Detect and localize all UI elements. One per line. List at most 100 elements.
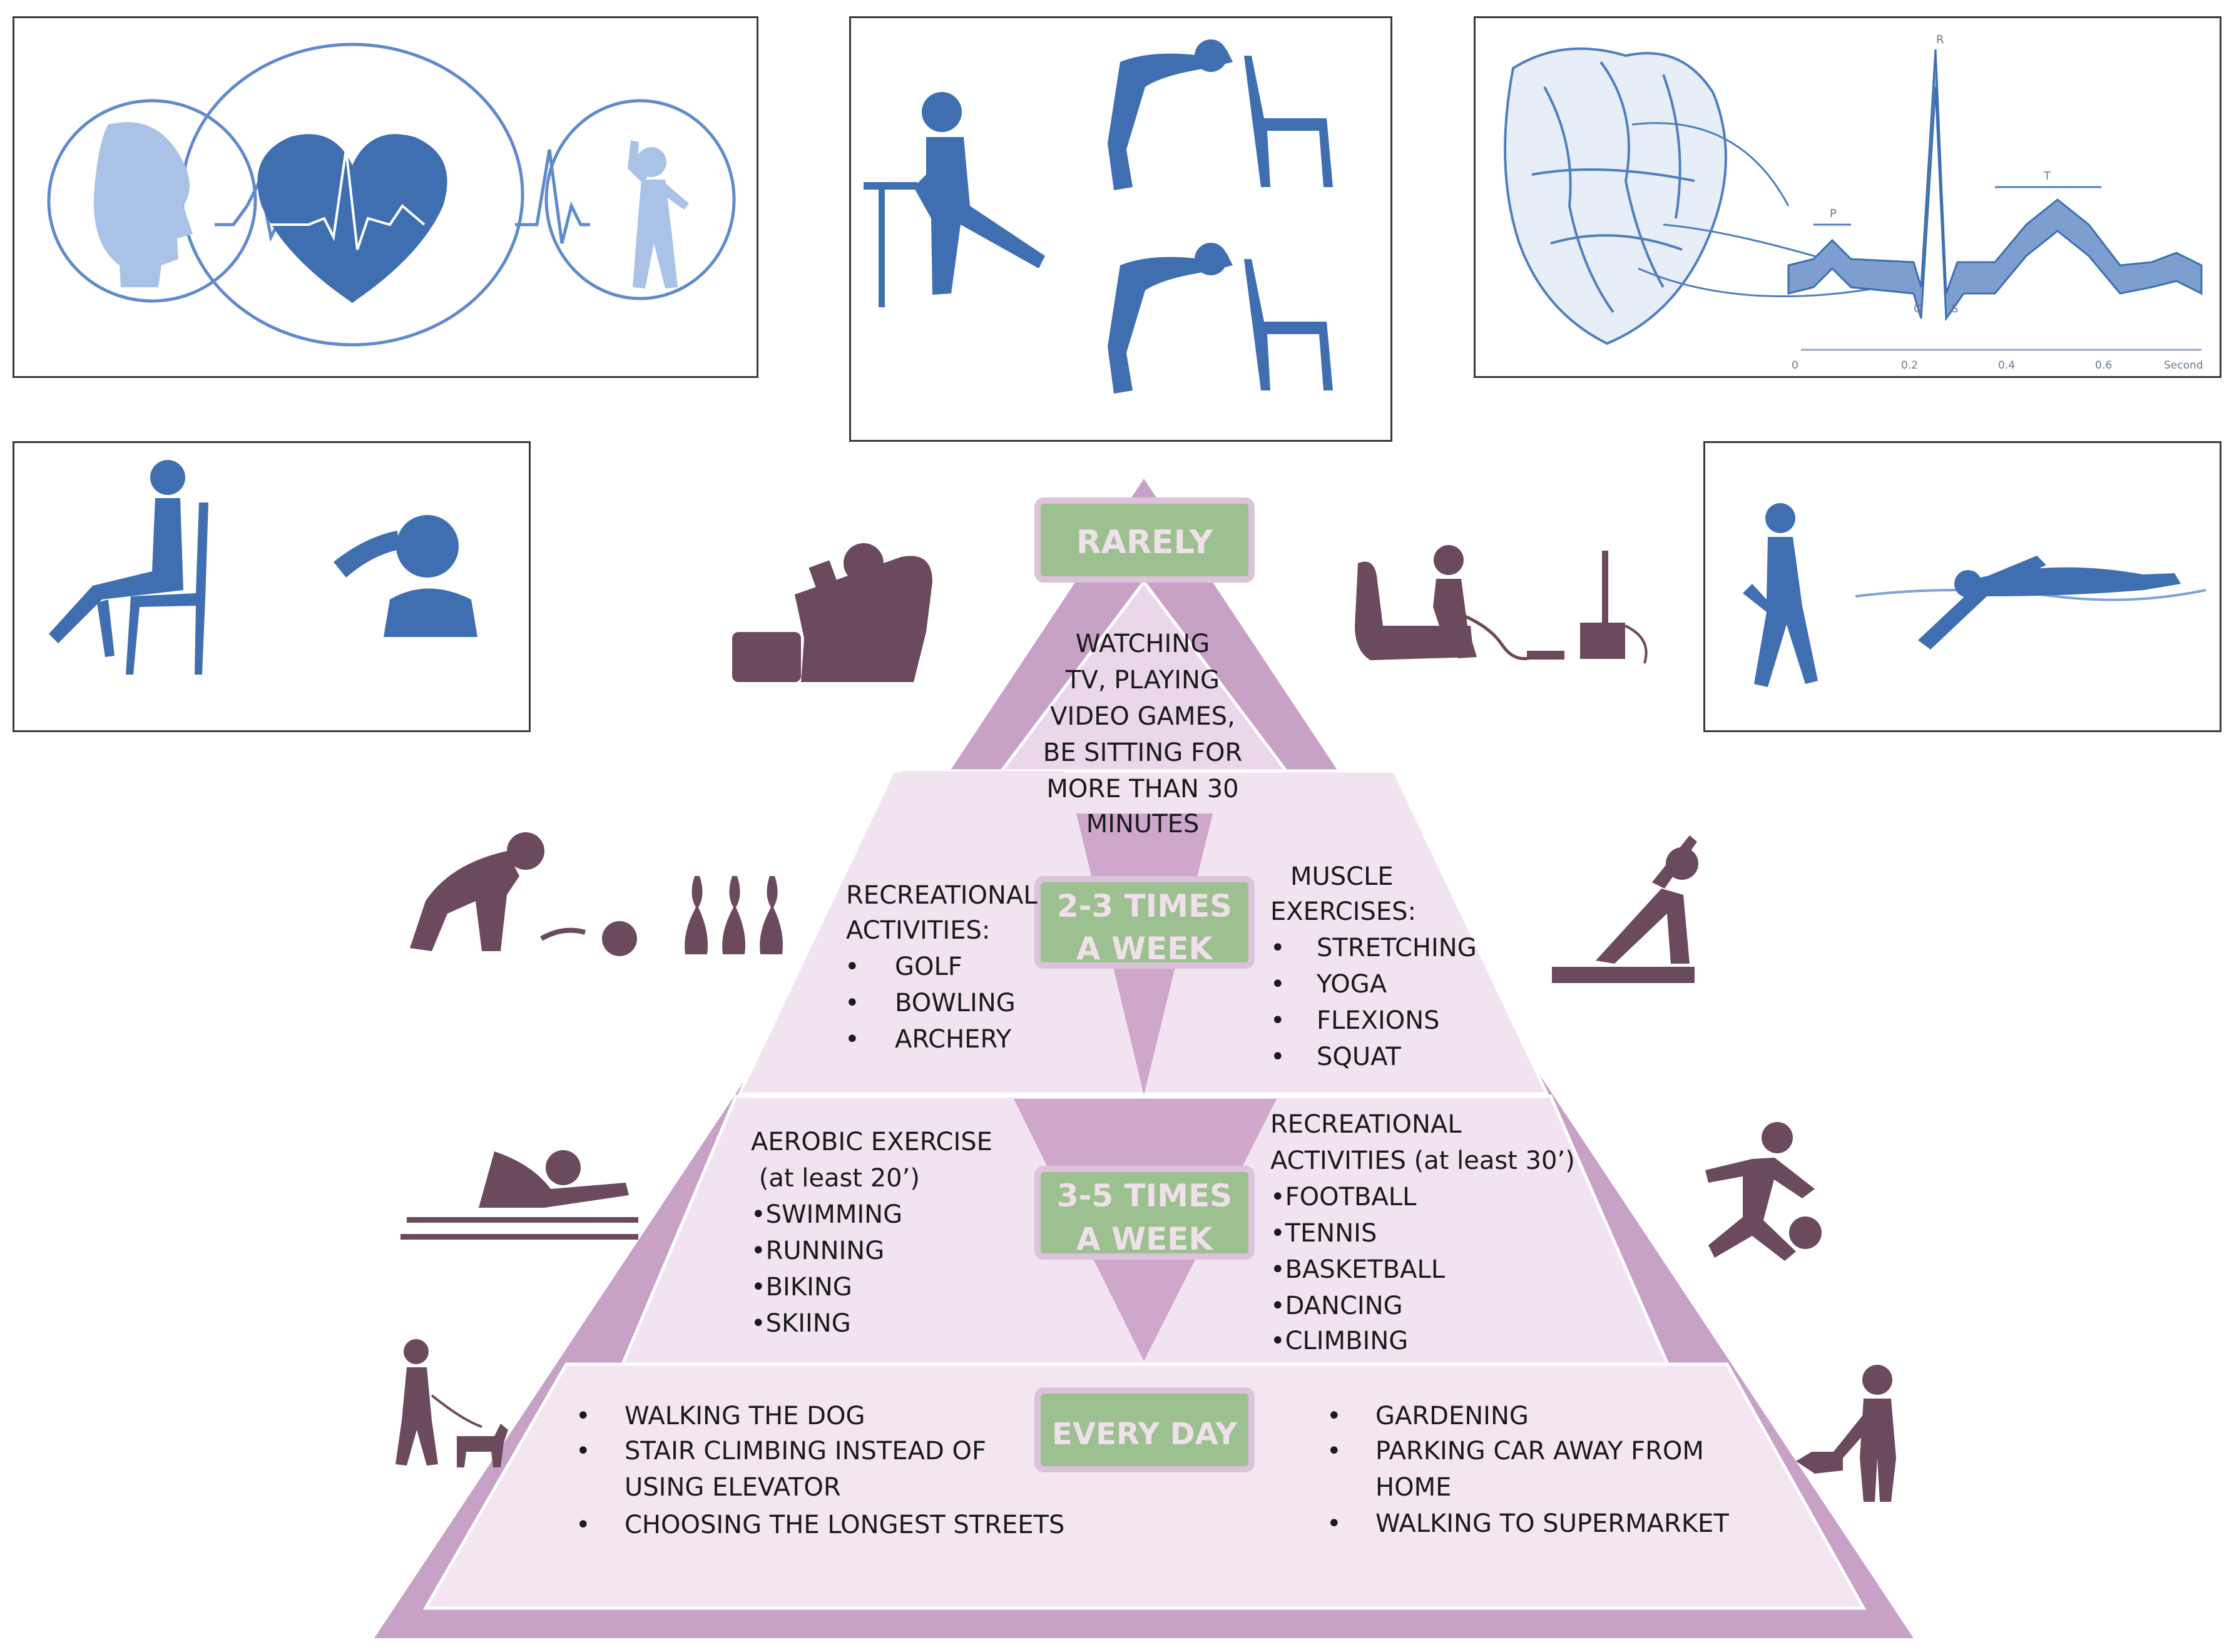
chair-pushup-icon: [1108, 39, 1333, 190]
axis-tick: 0: [1792, 359, 1798, 372]
header-every-day-text: EVERY DAY: [1052, 1417, 1238, 1452]
header-three-five: 3-5 TIMES A WEEK: [1034, 1166, 1255, 1260]
list-item: CHOOSING THE LONGEST STREETS: [625, 1511, 1064, 1539]
aerobic-line: •BIKING: [751, 1273, 852, 1302]
heart-ecg-icon: [257, 134, 447, 303]
recreational-line: •DANCING: [1270, 1292, 1403, 1320]
dog-walker-icon: [395, 1339, 508, 1467]
recreational-line: ACTIVITIES (at least 30’): [1270, 1146, 1575, 1175]
bullet: •: [576, 1511, 591, 1539]
list-item: FLEXIONS: [1317, 1006, 1440, 1035]
three-five-right: RECREATIONAL ACTIVITIES (at least 30’) •…: [1270, 1110, 1575, 1355]
header-two-three-line1: 2-3 TIMES: [1057, 888, 1232, 924]
bullet: •: [576, 1437, 591, 1466]
every-day-left: • WALKING THE DOG • STAIR CLIMBING INSTE…: [576, 1402, 1064, 1539]
recreational-line: RECREATIONAL: [1270, 1110, 1462, 1139]
list-item: GARDENING: [1375, 1402, 1529, 1430]
list-item: USING ELEVATOR: [625, 1473, 841, 1502]
swimmer-icon: [400, 1150, 638, 1240]
seated-leg-raise-icon: [49, 460, 208, 675]
bullet: •: [1327, 1437, 1342, 1466]
header-rarely-text: RARELY: [1076, 524, 1214, 561]
list-item: ARCHERY: [895, 1025, 1012, 1054]
bullet: •: [1270, 970, 1285, 999]
aerobic-line: •SWIMMING: [751, 1200, 902, 1229]
every-day-right: • GARDENING • PARKING CAR AWAY FROM HOME…: [1327, 1402, 1729, 1538]
tier-every-day: [422, 1362, 1867, 1610]
header-three-five-line2: A WEEK: [1076, 1221, 1215, 1257]
rarely-line: TV, PLAYING: [1065, 666, 1220, 695]
bowling-icon: [410, 832, 637, 956]
list-item: PARKING CAR AWAY FROM: [1375, 1437, 1704, 1466]
recreational-line: •CLIMBING: [1270, 1327, 1408, 1355]
header-two-three-line2: A WEEK: [1076, 931, 1215, 967]
muscle-title: EXERCISES:: [1270, 897, 1416, 926]
list-item: HOME: [1375, 1473, 1451, 1502]
swimmer-icon: [1855, 556, 2206, 650]
stretching-person-icon: [628, 140, 689, 288]
list-item: BOWLING: [895, 989, 1016, 1017]
rarely-line: VIDEO GAMES,: [1050, 702, 1235, 731]
panel-brain-heart-body: [13, 16, 758, 378]
wave-label-p: P: [1830, 207, 1837, 220]
heart-anatomy-icon: [1504, 47, 1883, 345]
tier-fill: [901, 771, 1064, 802]
chair-pushup-icon: [1108, 243, 1333, 394]
bullet: •: [845, 989, 860, 1017]
wave-label-s: S: [1951, 302, 1958, 315]
panel-walk-swim: [1703, 441, 2221, 732]
recreational-title: ACTIVITIES:: [846, 916, 990, 945]
rarely-line: MORE THAN 30: [1046, 775, 1238, 803]
list-item: STAIR CLIMBING INSTEAD OF: [625, 1437, 986, 1466]
bullet: •: [1270, 1043, 1285, 1071]
gamer-tv-icon: [1355, 545, 1648, 664]
head-stretch-icon: [334, 515, 477, 637]
leg-stretch-icon: [864, 92, 1045, 307]
bullet: •: [576, 1402, 591, 1430]
rarely-line: MINUTES: [1086, 810, 1200, 839]
aerobic-line: (at least 20’): [751, 1164, 920, 1193]
list-item: STRETCHING: [1317, 934, 1477, 962]
list-item: WALKING THE DOG: [625, 1402, 865, 1430]
axis-tick: 0.6: [2095, 359, 2112, 372]
axis-unit: Second: [2164, 359, 2203, 372]
wave-label-r: R: [1936, 33, 1944, 46]
runner-football-icon: [1705, 1122, 1822, 1261]
bullet: •: [845, 1025, 860, 1054]
two-three-right: MUSCLE EXERCISES: • STRETCHING • YOGA • …: [1270, 862, 1477, 1071]
list-item: YOGA: [1316, 970, 1387, 999]
header-rarely: RARELY: [1034, 497, 1255, 583]
yoga-icon: [1552, 835, 1698, 983]
bullet: •: [1327, 1509, 1342, 1538]
rarely-line: WATCHING: [1076, 630, 1210, 658]
list-item: SQUAT: [1317, 1043, 1401, 1071]
panel-seated-exercises: [13, 441, 531, 732]
two-three-left: RECREATIONAL ACTIVITIES: • GOLF • BOWLIN…: [845, 881, 1038, 1054]
walking-person-icon: [1743, 503, 1818, 687]
muscle-title: MUSCLE: [1290, 862, 1394, 891]
panel-chair-exercises: [849, 16, 1392, 442]
rarely-text: WATCHING TV, PLAYING VIDEO GAMES, BE SIT…: [1043, 630, 1243, 839]
bullet: •: [1327, 1402, 1342, 1430]
ecg-waveform: R P T Q S 0 0.2 0.4 0.6 Second: [1787, 33, 2203, 372]
header-three-five-line1: 3-5 TIMES: [1057, 1178, 1232, 1214]
header-two-three: 2-3 TIMES A WEEK: [1034, 876, 1255, 969]
bullet: •: [1270, 934, 1285, 962]
header-every-day: EVERY DAY: [1034, 1387, 1255, 1472]
rarely-line: BE SITTING FOR: [1043, 738, 1243, 767]
head-brain-icon: [93, 122, 193, 287]
panel-heart-ecg: R P T Q S 0 0.2 0.4 0.6 Second: [1474, 16, 2221, 378]
bullet: •: [1270, 1006, 1285, 1035]
recreational-line: •TENNIS: [1270, 1219, 1377, 1248]
recreational-line: •BASKETBALL: [1270, 1255, 1446, 1284]
axis-tick: 0.2: [1901, 359, 1918, 372]
aerobic-line: •SKIING: [751, 1309, 851, 1338]
aerobic-line: AEROBIC EXERCISE: [751, 1128, 992, 1156]
bowling-pins-icon: [685, 876, 783, 954]
three-five-left: AEROBIC EXERCISE (at least 20’) •SWIMMIN…: [751, 1128, 992, 1338]
recreational-line: •FOOTBALL: [1270, 1183, 1417, 1211]
wave-label-q: Q: [1914, 302, 1922, 315]
gardener-icon: [1796, 1365, 1896, 1502]
